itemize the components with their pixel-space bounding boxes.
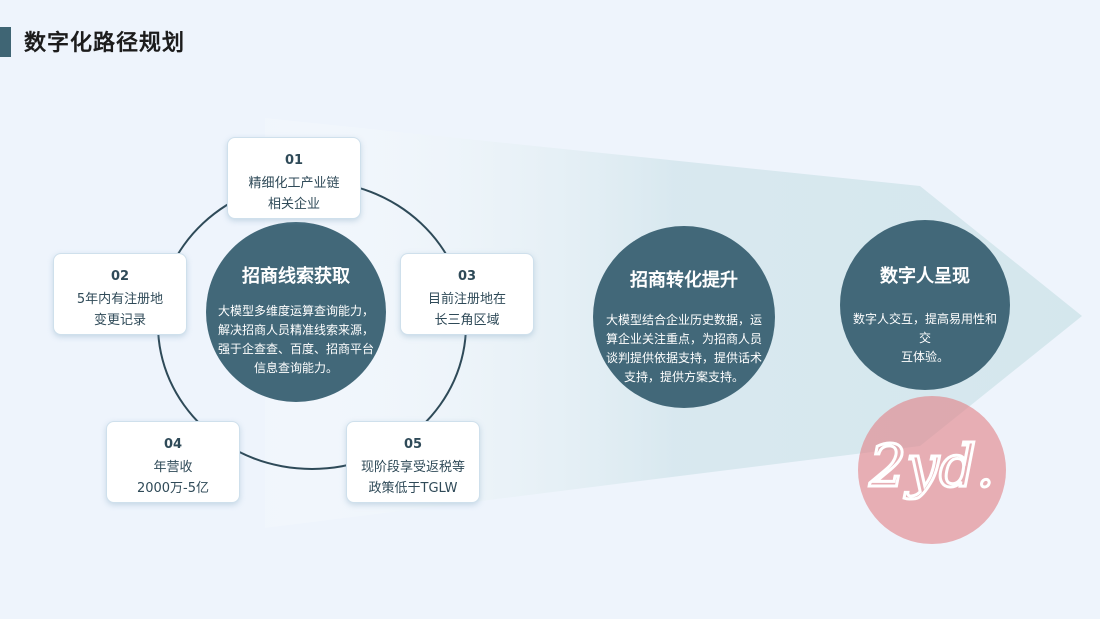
stage2-desc-line: 支持，提供方案支持。 [623,370,744,384]
stage1-desc-line: 强于企查查、百度、招商平台 [217,342,374,356]
criteria-node-05: 05 现阶段享受返税等 政策低于TGLW [346,421,480,503]
stage2-desc-line: 谈判提供依据支持，提供话术 [605,351,762,365]
stage3-desc-line: 数字人交互，提高易用性和交 [852,312,997,345]
stage1-desc-line: 解决招商人员精准线索来源， [217,323,374,337]
stage2-title: 招商转化提升 [630,270,738,291]
criteria-node-04: 04 年营收 2000万-5亿 [106,421,240,503]
node-text: 年营收 [153,460,193,475]
node-text: 政策低于TGLW [368,481,458,496]
title-accent-bar [0,27,11,57]
page-title: 数字化路径规划 [24,31,186,56]
node-number: 04 [163,437,183,452]
node-text: 精细化工产业链 [248,176,340,191]
watermark-text: 2yd. [868,432,994,500]
stage1-title: 招商线索获取 [242,266,350,287]
criteria-node-03: 03 目前注册地在 长三角区域 [400,253,534,335]
stage2-desc-line: 大模型结合企业历史数据，运 [605,313,762,327]
node-number: 01 [284,153,304,168]
watermark-glyph: 2yd. [867,431,996,502]
node-text: 2000万-5亿 [136,481,210,496]
node-text: 现阶段享受返税等 [360,460,465,475]
node-text: 变更记录 [93,313,146,328]
stage3-circle: 数字人呈现 数字人交互，提高易用性和交 互体验。 [840,220,1010,390]
node-text: 长三角区域 [434,313,500,328]
node-number: 05 [403,437,423,452]
stage1-circle: 招商线索获取 大模型多维度运算查询能力， 解决招商人员精准线索来源， 强于企查查… [206,222,386,402]
stage1-desc-line: 大模型多维度运算查询能力， [217,304,374,318]
node-number: 02 [110,269,130,284]
stage3-desc-line: 互体验。 [900,350,949,364]
node-text: 相关企业 [267,197,320,212]
stage3-title: 数字人呈现 [880,266,970,287]
watermark-logo: 2yd. [858,396,1006,544]
stage2-circle: 招商转化提升 大模型结合企业历史数据，运 算企业关注重点，为招商人员 谈判提供依… [593,226,775,408]
criteria-node-01: 01 精细化工产业链 相关企业 [227,137,361,219]
stage1-desc-line: 信息查询能力。 [253,361,338,375]
node-number: 03 [457,269,477,284]
node-text: 目前注册地在 [427,292,506,307]
criteria-node-02: 02 5年内有注册地 变更记录 [53,253,187,335]
stage2-desc-line: 算企业关注重点，为招商人员 [605,332,762,346]
node-text: 5年内有注册地 [76,292,164,307]
